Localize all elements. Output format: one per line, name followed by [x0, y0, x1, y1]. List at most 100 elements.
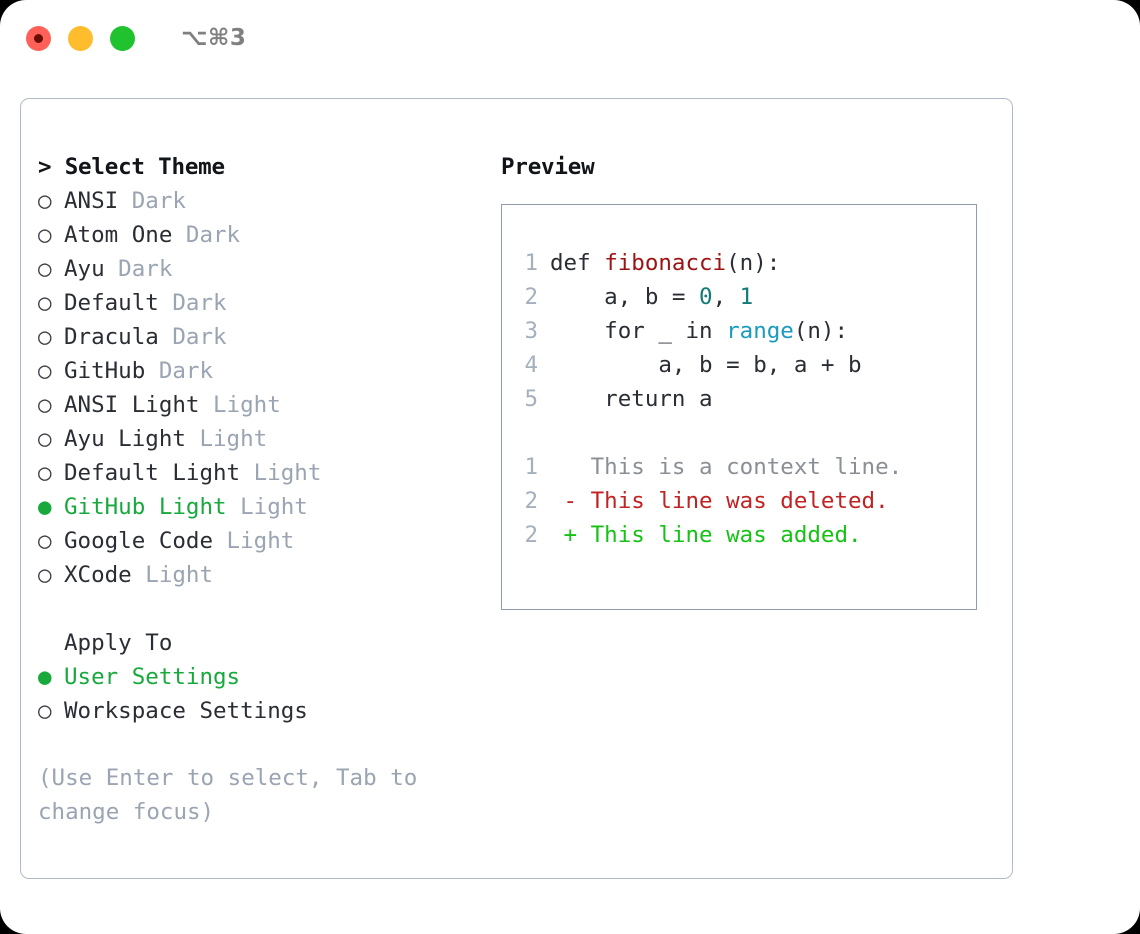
theme-variant-label: Light: [240, 460, 322, 486]
theme-name: GitHub Light: [64, 494, 227, 520]
code-token: (n):: [793, 318, 849, 344]
code-token: range: [726, 318, 794, 344]
line-number: 5: [524, 386, 538, 412]
code-line: 2 a, b = 0, 1: [516, 280, 956, 314]
line-number: 3: [524, 318, 538, 344]
theme-variant-label: Light: [199, 392, 281, 418]
theme-variant-label: Dark: [118, 188, 186, 214]
code-token: 0: [699, 284, 713, 310]
radio-unselected-icon[interactable]: ○: [38, 290, 52, 316]
code-token: ,: [712, 284, 740, 310]
code-token: def: [550, 250, 605, 276]
preview-title: Preview: [501, 154, 595, 180]
minimize-button[interactable]: [68, 25, 93, 51]
radio-unselected-icon[interactable]: ○: [38, 460, 52, 486]
theme-list-item[interactable]: ○ Default Light Light: [38, 456, 498, 490]
code-token: fibonacci: [604, 250, 727, 276]
radio-unselected-icon[interactable]: ○: [38, 222, 52, 248]
radio-unselected-icon[interactable]: ○: [38, 392, 52, 418]
apply-to-list: ● User Settings ○Workspace Settings: [38, 660, 498, 728]
code-token: 1: [739, 284, 754, 310]
theme-list-item[interactable]: ○ Default Dark: [38, 286, 498, 320]
window-controls: [26, 25, 135, 51]
theme-variant-label: Dark: [158, 324, 227, 350]
heading-prefix: >: [38, 154, 65, 180]
theme-list-item[interactable]: ○ ANSI Light Light: [38, 388, 498, 422]
code-line: 5 return a: [516, 382, 956, 416]
theme-name: ANSI: [64, 188, 119, 214]
section-spacer: [38, 592, 498, 626]
theme-variant-label: Light: [213, 528, 295, 554]
radio-unselected-icon[interactable]: ○: [38, 358, 52, 384]
line-number: 2: [524, 522, 538, 548]
radio-unselected-icon[interactable]: ○: [38, 528, 52, 554]
code-token: for _ in: [550, 318, 727, 344]
apply-to-item[interactable]: ● User Settings: [38, 660, 498, 694]
theme-name: Atom One: [64, 222, 173, 248]
radio-unselected-icon[interactable]: ○: [38, 698, 52, 724]
select-theme-heading: > Select Theme: [38, 150, 498, 184]
theme-name: ANSI Light: [64, 392, 200, 418]
code-line: 3 for _ in range(n):: [516, 314, 956, 348]
theme-variant-label: Light: [131, 562, 214, 588]
theme-list-item[interactable]: ○Ayu Dark: [38, 252, 498, 286]
keyboard-shortcut-label: ⌥⌘3: [181, 25, 247, 51]
apply-to-heading: ○Apply To: [38, 626, 498, 660]
apply-to-heading-text: Apply To: [64, 630, 173, 656]
diff-line: 2 - This line was deleted.: [516, 484, 956, 518]
radio-unselected-icon[interactable]: ○: [38, 426, 52, 452]
preview-column: Preview: [501, 150, 996, 184]
line-number: 1: [524, 454, 538, 480]
theme-list-item[interactable]: ○ GitHub Dark: [38, 354, 498, 388]
theme-name: Ayu Light: [64, 426, 186, 452]
radio-unselected-icon[interactable]: ○: [38, 324, 52, 350]
apply-to-item[interactable]: ○Workspace Settings: [38, 694, 498, 728]
radio-unselected-icon[interactable]: ○: [38, 256, 52, 282]
theme-list-item[interactable]: ○ Ayu Light Light: [38, 422, 498, 456]
line-number: 2: [524, 284, 538, 310]
radio-selected-icon[interactable]: ●: [38, 494, 52, 520]
theme-list-item[interactable]: ○ ANSI Dark: [38, 184, 498, 218]
diff-line: 1 This is a context line.: [516, 450, 956, 484]
theme-list-item[interactable]: ○Atom One Dark: [38, 218, 498, 252]
theme-name: Google Code: [64, 528, 214, 554]
theme-name: Dracula: [64, 324, 159, 350]
theme-variant-label: Light: [185, 426, 268, 452]
theme-name: XCode: [64, 562, 132, 588]
radio-selected-icon[interactable]: ●: [38, 664, 52, 690]
apply-to-label: User Settings: [64, 664, 241, 690]
theme-list-item[interactable]: ● GitHub Light Light: [38, 490, 498, 524]
theme-variant-label: Light: [226, 494, 308, 520]
code-line: 4 a, b = b, a + b: [516, 348, 956, 382]
zoom-button[interactable]: [110, 25, 135, 51]
main-panel: > Select Theme ○ANSI Dark○Atom One Dark○…: [20, 98, 1013, 879]
code-diff-spacer: [516, 416, 956, 450]
theme-variant-label: Dark: [158, 290, 227, 316]
theme-variant-label: Dark: [145, 358, 214, 384]
close-button[interactable]: [26, 25, 51, 51]
code-token: return a: [550, 386, 713, 412]
diff-text: This is a context line.: [550, 454, 903, 480]
radio-unselected-icon[interactable]: ○: [38, 188, 52, 214]
theme-name: Default: [64, 290, 159, 316]
line-number: 4: [524, 352, 538, 378]
code-token: a, b = b, a + b: [550, 352, 862, 378]
radio-unselected-icon[interactable]: ○: [38, 562, 52, 588]
diff-text: - This line was deleted.: [550, 488, 889, 514]
theme-list-item[interactable]: ○ XCode Light: [38, 558, 498, 592]
theme-name: Ayu: [64, 256, 105, 282]
heading-indent: ○: [38, 626, 64, 660]
line-number: 2: [524, 488, 538, 514]
theme-name: GitHub: [64, 358, 146, 384]
theme-name: Default Light: [64, 460, 241, 486]
diff-text: + This line was added.: [550, 522, 862, 548]
theme-list: ○ ANSI Dark ○ Atom One Dark ○ Ayu Dark ○ Defaul…: [38, 184, 498, 592]
code-token: a, b =: [550, 284, 700, 310]
theme-selector-column: > Select Theme ○ANSI Dark○Atom One Dark○…: [38, 150, 498, 728]
theme-list-item[interactable]: ○ Dracula Dark: [38, 320, 498, 354]
theme-list-item[interactable]: ○ Google Code Light: [38, 524, 498, 558]
